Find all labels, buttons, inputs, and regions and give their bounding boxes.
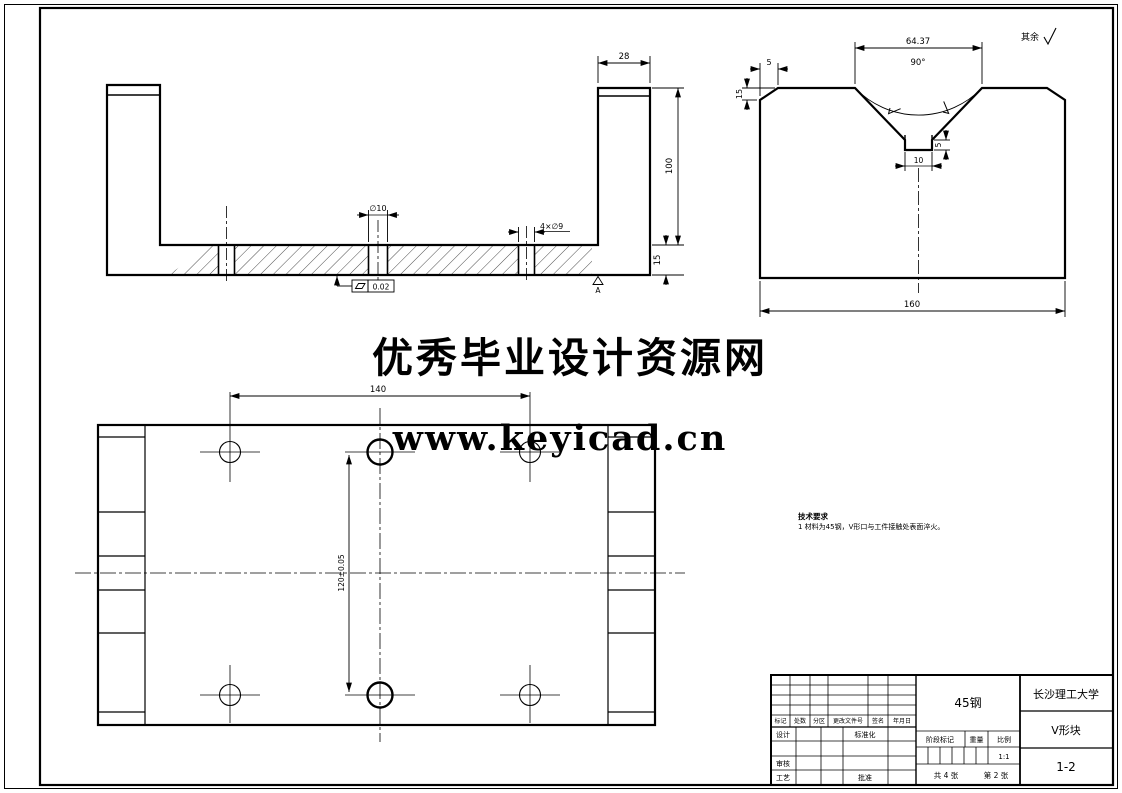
flatness-tolerance — [334, 276, 395, 293]
dim-base-15 — [652, 235, 684, 285]
dim-center-hole-label: ∅10 — [369, 204, 386, 213]
title-block: 45钢 长沙理工大学 V形块 1-2 标记 处数 分区 更改文件号 签名 年月日… — [770, 674, 1114, 786]
angle-arc — [854, 87, 983, 116]
corner-note-label: 其余 — [1021, 31, 1039, 43]
roughness-icon-right — [942, 101, 950, 115]
dim-bolt-holes-label: 4×∅9 — [540, 222, 563, 231]
dim-chamfer — [742, 63, 788, 110]
roughness-check-icon — [1043, 27, 1057, 46]
sheet-no: 第 2 张 — [984, 770, 1009, 780]
row-standard: 标准化 — [855, 730, 876, 739]
row-design: 设计 — [776, 730, 790, 739]
col-change-doc: 更改文件号 — [833, 717, 863, 725]
watermark-site-url: www.keyicad.cn — [392, 418, 728, 459]
scale-label: 比例 — [997, 735, 1011, 744]
tech-notes: 技术要求 1 材料为45钢，V形口与工件接触处表面淬火。 — [798, 511, 944, 531]
dim-height-100-label: 100 — [665, 158, 675, 174]
col-date: 年月日 — [893, 717, 911, 725]
dim-base-15-label: 15 — [653, 255, 663, 266]
stage-mark-label: 阶段标记 — [926, 735, 954, 744]
roughness-icon-left — [887, 107, 901, 115]
row-process: 工艺 — [776, 774, 790, 782]
row-check: 审核 — [776, 759, 790, 768]
revision-grid — [771, 675, 916, 727]
col-sign: 签名 — [872, 717, 884, 725]
datum-triangle-icon — [592, 275, 604, 285]
datum-symbol — [592, 275, 604, 285]
bolt-holes — [218, 440, 542, 707]
weight-label: 重量 — [970, 736, 984, 744]
school-label: 长沙理工大学 — [1033, 687, 1099, 701]
dim-slot-width-label: 10 — [914, 156, 924, 165]
col-zone: 分区 — [813, 717, 825, 725]
plan-view: 140 120±0.05 — [75, 385, 685, 742]
dim-width-28 — [597, 56, 651, 83]
dowel-holes — [366, 438, 394, 709]
dim-angle-label: 90° — [910, 58, 925, 68]
side-view: 90° 64.37 5 15 — [735, 37, 1067, 317]
drawing-border — [4, 4, 1118, 789]
hole-centerlines — [226, 206, 527, 283]
dim-center-hole — [357, 210, 399, 242]
front-view: ∅10 4×∅9 0.02 A 28 — [105, 52, 684, 295]
watermark: 优秀毕业设计资源网 www.keyicad.cn — [372, 334, 768, 459]
scale-value: 1:1 — [998, 753, 1009, 761]
part-name-label: V形块 — [1051, 724, 1081, 737]
dim-slot-depth-label: 5 — [934, 142, 943, 147]
flatness-icon — [354, 283, 366, 289]
tech-notes-title: 技术要求 — [798, 511, 828, 521]
stage-grid — [916, 730, 1020, 765]
tech-notes-item: 1 材料为45钢，V形口与工件接触处表面淬火。 — [798, 522, 944, 531]
hole-crosslines — [200, 392, 560, 723]
dim-spacing-h-label: 140 — [370, 385, 386, 395]
dim-chamfer-height-label: 15 — [735, 89, 744, 99]
dim-bolt-holes — [508, 227, 570, 242]
col-count: 处数 — [794, 717, 806, 725]
sheet-total: 共 4 张 — [934, 771, 959, 780]
drawing-no-label: 1-2 — [1056, 760, 1076, 774]
col-mark: 标记 — [774, 717, 786, 725]
dim-total-width — [759, 281, 1066, 317]
signature-grid — [771, 727, 916, 785]
dim-opening-label: 64.37 — [906, 37, 930, 47]
dim-height-100 — [652, 87, 684, 246]
dim-slot — [895, 130, 950, 171]
dim-width-28-label: 28 — [619, 52, 630, 62]
watermark-site-name: 优秀毕业设计资源网 — [372, 334, 768, 382]
dim-opening — [854, 42, 983, 84]
step-lines-right — [608, 436, 655, 713]
flatness-value: 0.02 — [373, 283, 390, 292]
dim-chamfer-width-label: 5 — [766, 58, 771, 67]
row-approve: 批准 — [858, 773, 872, 782]
datum-label: A — [595, 286, 601, 295]
step-lines-left — [98, 436, 145, 713]
dim-total-width-label: 160 — [904, 300, 920, 310]
surface-roughness-note: 其余 — [1021, 27, 1057, 46]
dim-spacing-v-label: 120±0.05 — [337, 554, 346, 592]
material-label: 45钢 — [954, 696, 981, 710]
